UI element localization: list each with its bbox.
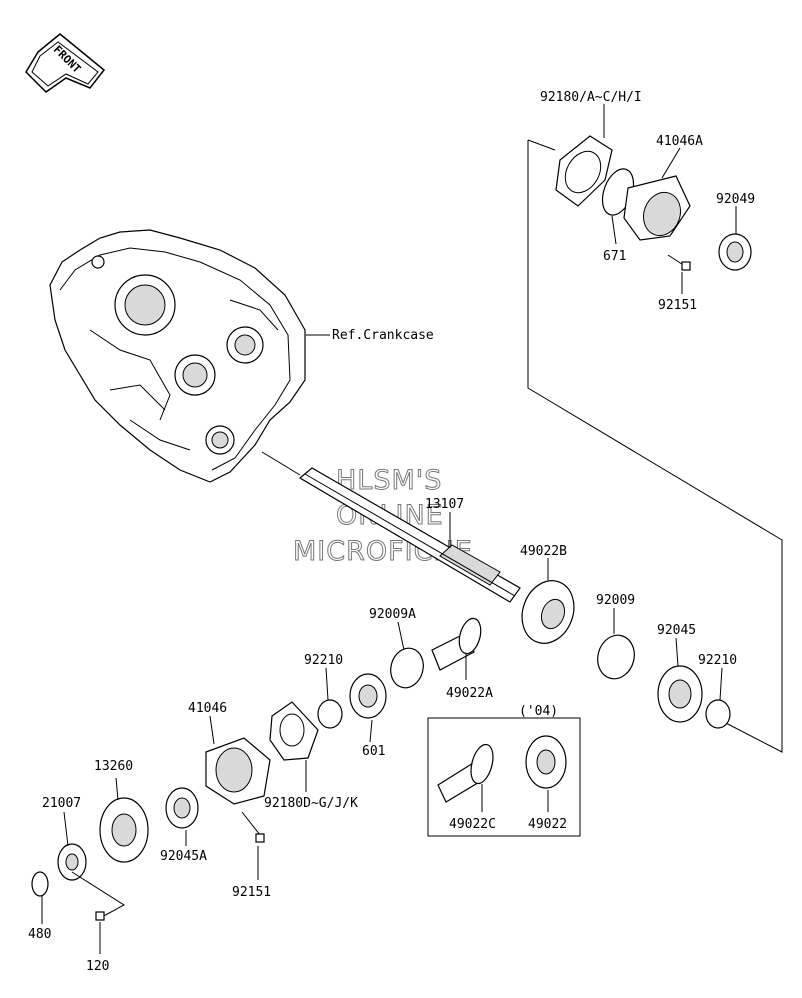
label-601: 601 (362, 744, 385, 759)
label-92009: 92009 (596, 593, 635, 608)
front-arrow-icon: FRONT (25, 33, 106, 93)
label-41046a: 41046A (656, 134, 703, 149)
bearing-92045a (165, 787, 199, 829)
gear-49022b (521, 580, 575, 644)
shim-92009a (390, 647, 424, 689)
ref-crankcase-label: Ref.Crankcase (332, 328, 434, 343)
bolt-92151-top (667, 254, 691, 271)
label-49022b: 49022B (520, 544, 567, 559)
label-92210-right: 92210 (698, 653, 737, 668)
shaft-13107 (261, 451, 521, 603)
label-92210-left: 92210 (304, 653, 343, 668)
label-21007: 21007 (42, 796, 81, 811)
housing-41046a (623, 175, 691, 241)
label-41046: 41046 (188, 701, 227, 716)
cover-92180 (555, 135, 613, 207)
circlip-92210-left (317, 699, 343, 729)
label-92151-top: 92151 (658, 298, 697, 313)
label-92009a: 92009A (369, 607, 416, 622)
label-92049: 92049 (716, 192, 755, 207)
variant-box (427, 717, 581, 837)
label-92180d: 92180D~G/J/K (264, 796, 358, 811)
part-labels: 92180/A~C/H/I 41046A 92049 671 92151 131… (28, 90, 755, 974)
circlip-92210-right (705, 699, 731, 729)
bolt-120 (71, 871, 125, 921)
label-49022a: 49022A (446, 686, 493, 701)
label-13260: 13260 (94, 759, 133, 774)
label-49022: 49022 (528, 817, 567, 832)
label-480: 480 (28, 927, 51, 942)
bearing-601 (349, 673, 387, 719)
leader-lines (41, 104, 737, 954)
gasket-92180d (269, 701, 319, 761)
label-671: 671 (603, 249, 626, 264)
pinion-49022c (437, 743, 494, 803)
crankcase-outline (49, 229, 306, 483)
pinion-49022a (431, 617, 482, 671)
label-92045: 92045 (657, 623, 696, 638)
seal-92049 (718, 233, 752, 271)
label-49022c: 49022C (449, 817, 496, 832)
bolt-92151-bottom (241, 811, 265, 843)
housing-41046 (205, 737, 271, 805)
variant-note: ('04) (519, 704, 558, 719)
label-92180: 92180/A~C/H/I (540, 90, 642, 105)
bracket-21007 (57, 843, 87, 881)
label-120: 120 (86, 959, 109, 974)
shim-92009 (597, 634, 635, 680)
bearing-92045 (657, 665, 703, 723)
gear-13260 (99, 797, 149, 863)
label-13107: 13107 (425, 497, 464, 512)
label-92045a: 92045A (160, 849, 207, 864)
gear-49022 (525, 735, 567, 789)
circlip-480 (31, 871, 49, 897)
label-92151-bottom: 92151 (232, 885, 271, 900)
group-bracket-right (527, 140, 783, 753)
